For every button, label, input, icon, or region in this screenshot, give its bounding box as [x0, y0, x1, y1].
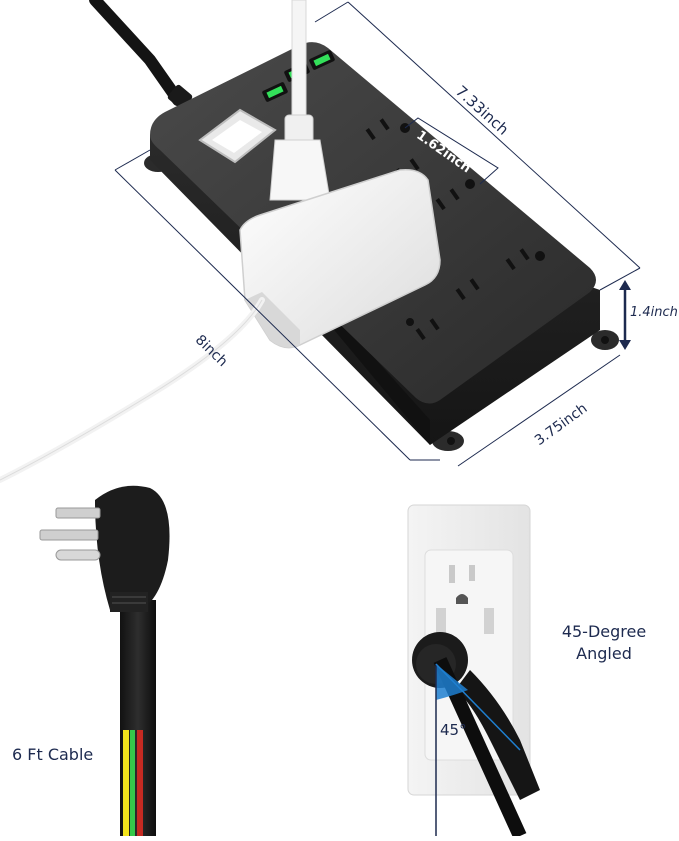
- cable-length-label: 6 Ft Cable: [12, 745, 94, 764]
- angle-callout-line1: 45-Degree: [561, 622, 647, 641]
- angle-callout-line2: Angled: [576, 644, 632, 663]
- wall-outlet: [407, 504, 540, 839]
- angled-plug: [39, 485, 170, 836]
- power-cord-top: [89, 0, 193, 110]
- ac-outlets: [365, 118, 545, 341]
- angle-value-label: 45°: [440, 721, 467, 739]
- angle-callout: 45-Degree Angled: [548, 621, 660, 665]
- power-switch: [198, 108, 277, 164]
- height-arrow: [619, 280, 631, 350]
- dimension-height-label: 1.4inch: [630, 305, 678, 320]
- wall-adapter: [0, 168, 441, 483]
- dimension-lines: [114, 1, 641, 467]
